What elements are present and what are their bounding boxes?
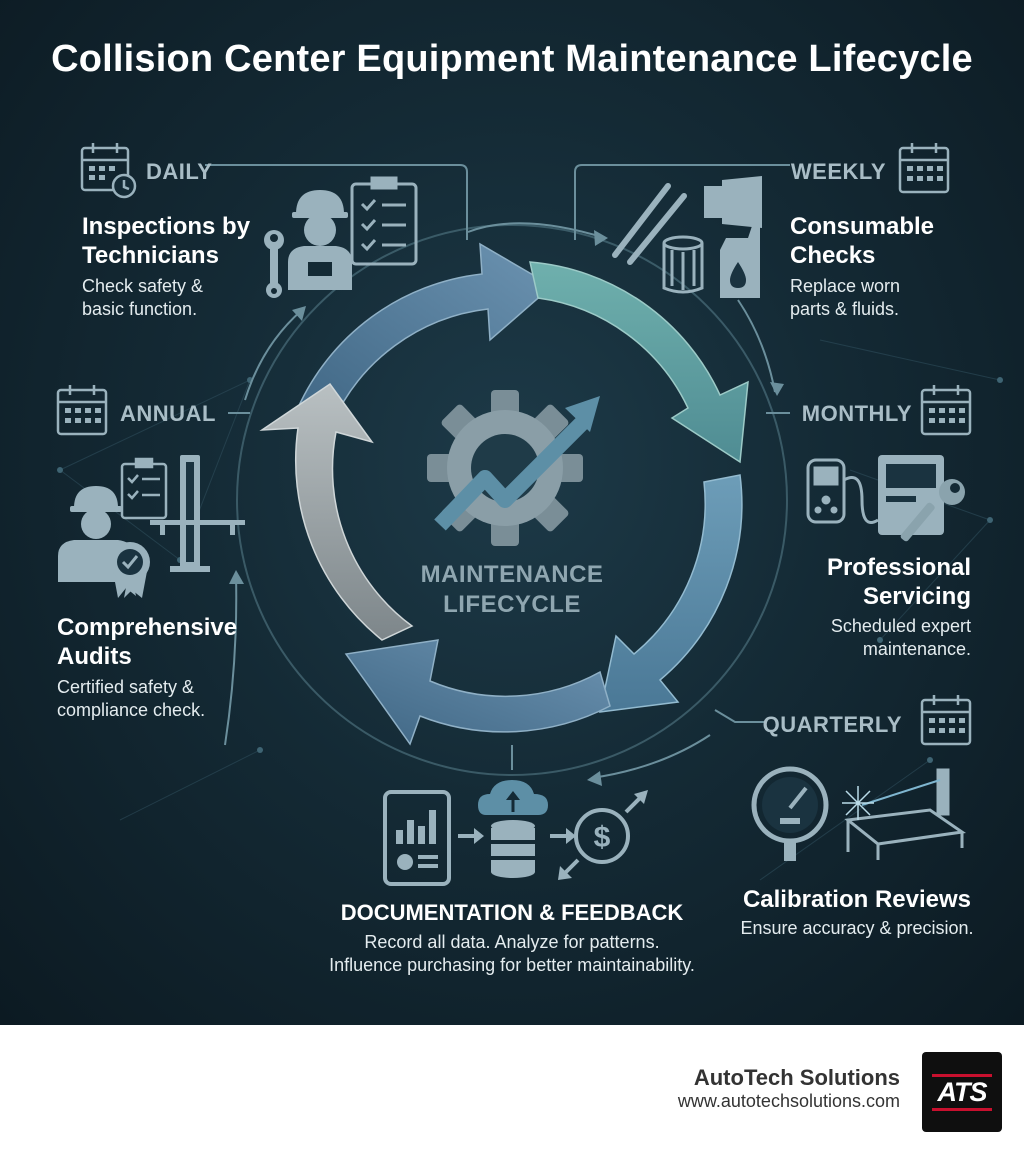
cycle-arrows [259,242,749,746]
stage-description-weekly: Replace worn parts & fluids. [790,276,901,319]
cycle-arrow-daily [296,242,554,425]
cloud-upload-icon [478,780,548,815]
center-label: MAINTENANCE LIFECYCLE [420,561,604,618]
stage-heading-documentation: DOCUMENTATION & FEEDBACK [340,900,684,925]
page-title: Collision Center Equipment Maintenance L… [51,38,973,80]
stage-heading-annual: Comprehensive Audits [57,614,238,670]
technician-icon [288,190,352,290]
stage-heading-daily: Inspections by Technicians [82,213,251,269]
cycle-arrow-weekly [529,261,749,464]
clipboard-checklist-icon [120,457,168,520]
tablet-report-icon [383,790,451,886]
gauge-icon [751,766,829,861]
period-label-weekly: WEEKLY [790,159,886,184]
outer-ring [236,224,788,776]
clipboard-checklist-icon [350,176,418,266]
brand-url: www.autotechsolutions.com [677,1091,900,1111]
stage-heading-quarterly: Calibration Reviews [742,886,972,913]
flow-arrows [458,828,576,844]
database-icon [491,820,535,878]
certified-badge-icon [110,542,150,598]
dollar-icon: $ [558,790,648,880]
diagnostic-scanner-icon [806,458,879,524]
stage-description-documentation: Record all data. Analyze for patterns. I… [329,932,695,975]
vehicle-lift-icon [150,455,245,572]
logo-stripe-top [932,1074,992,1077]
stage-description-daily: Check safety & basic function. [82,276,204,319]
connector-arrowheads [229,230,784,786]
fluid-bottle-icon [720,226,760,298]
stage-heading-weekly: Consumable Checks [790,213,935,269]
oil-filter-icon [662,235,704,294]
lifecycle-diagram: $ [56,143,1003,886]
infographic-canvas: $ Collision Center Equipment Maintenance… [0,0,1024,1025]
footer: AutoTech Solutions www.autotechsolutions… [0,1025,1024,1154]
period-label-monthly: MONTHLY [801,401,912,426]
laser-alignment-icon [842,768,967,860]
svg-text:$: $ [594,821,611,854]
stage-description-quarterly: Ensure accuracy & precision. [740,918,974,938]
trend-arrow-icon [434,396,600,531]
wrench-icon [900,479,965,542]
cycle-arrow-quarterly [344,639,611,746]
stage-description-annual: Certified safety & compliance check. [57,677,206,720]
cycle-arrow-monthly [599,474,743,713]
stage-description-monthly: Scheduled expert maintenance. [830,616,971,659]
blade-tools-icon [612,183,687,265]
period-label-annual: ANNUAL [120,401,216,426]
cycle-arrow-annual [259,382,414,641]
period-label-daily: DAILY [146,159,213,184]
logo-stripe-bottom [932,1108,992,1111]
logo-text: ATS [937,1077,988,1107]
connector-lines [205,164,790,779]
spray-nozzle-icon [704,176,762,228]
stage-heading-monthly: Professional Servicing [826,554,971,610]
period-label-quarterly: QUARTERLY [762,712,902,737]
calendar-grid-marks [65,166,965,733]
calendar-icon [56,143,972,746]
wrench-icon [264,230,284,298]
brand-logo: ATS [922,1052,1002,1132]
brand-name: AutoTech Solutions [693,1065,900,1090]
